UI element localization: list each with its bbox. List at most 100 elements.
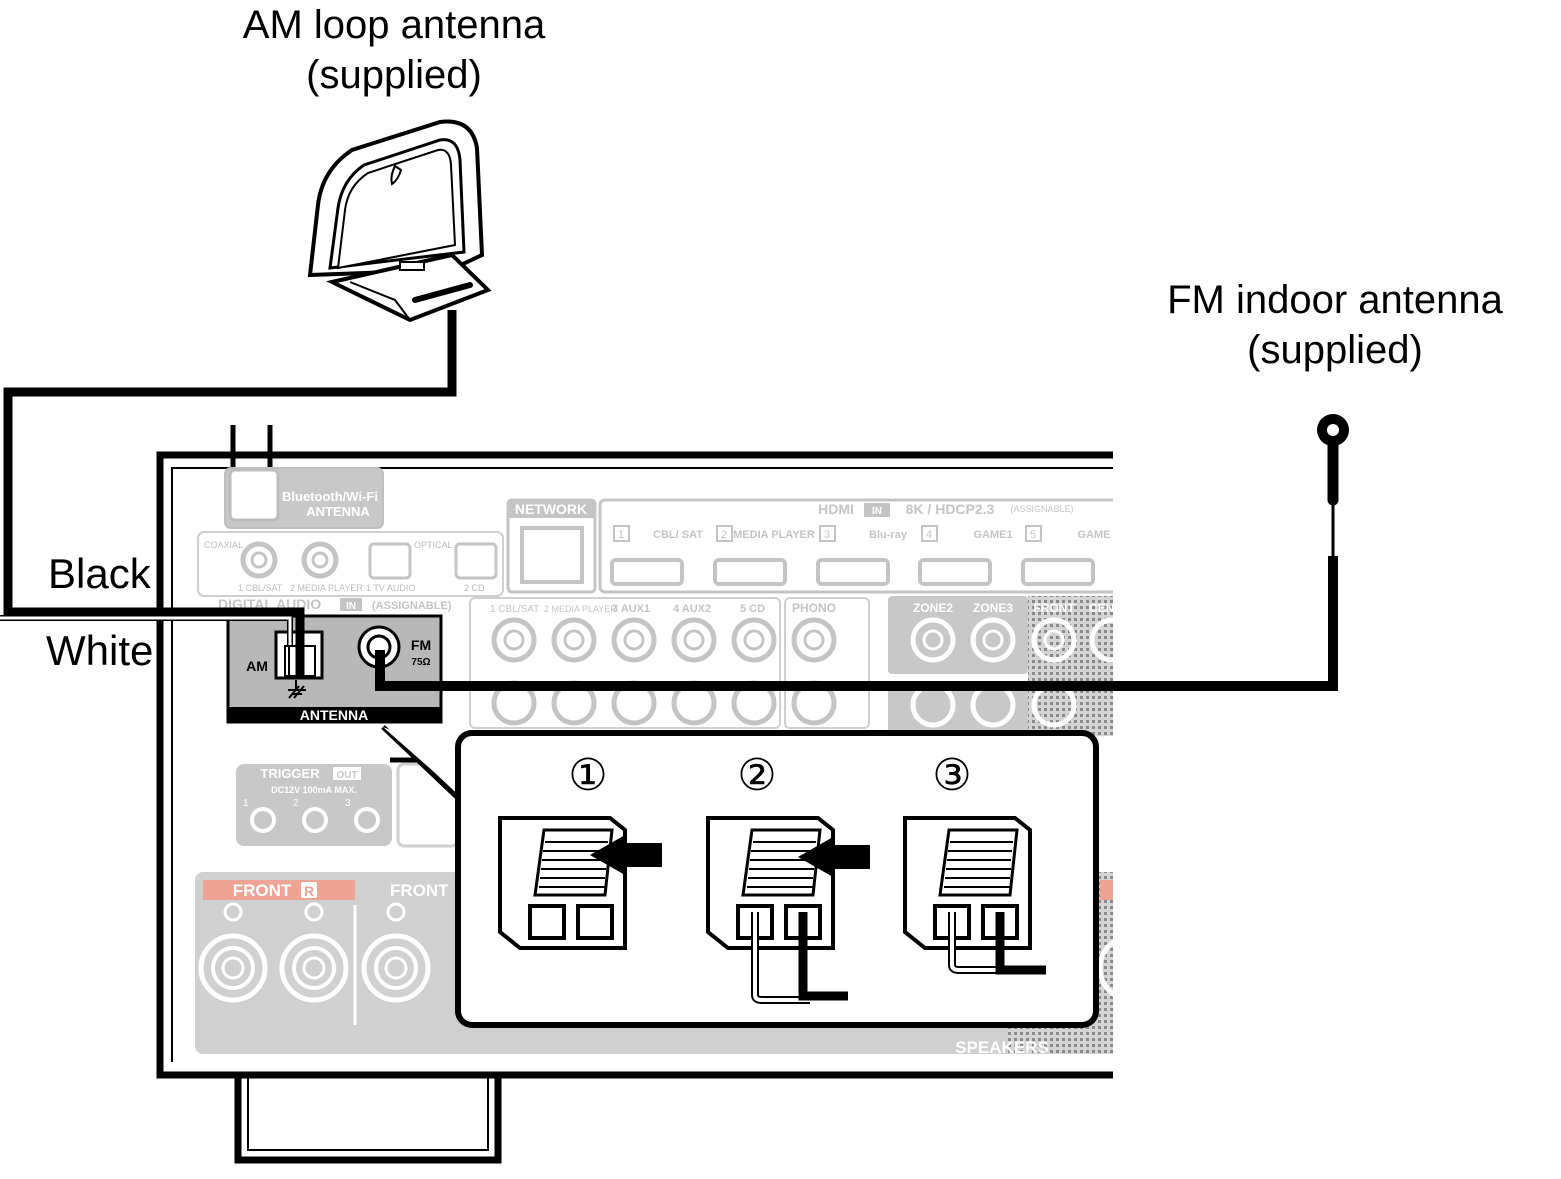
am-loop-antenna <box>307 119 492 323</box>
coax-1-label: 1 CBL/SAT <box>238 583 283 593</box>
opt-2-label: 2 CD <box>464 583 485 593</box>
hdmi-2-num: 2 <box>721 529 727 541</box>
hdmi-4-num: 4 <box>926 529 932 541</box>
am-loop-antenna-supplied: (supplied) <box>306 53 482 97</box>
phono-label: PHONO <box>792 601 836 615</box>
hdmi-block <box>598 498 1113 594</box>
analog-5-label: 5 CD <box>740 603 765 615</box>
hdmi-title: HDMI <box>818 501 854 517</box>
hdmi-port-2 <box>713 558 787 586</box>
am-terminal-label: AM <box>246 658 268 674</box>
speakers-label: SPEAKERS <box>955 1038 1049 1057</box>
trigger-1-label: 1 <box>243 798 249 809</box>
hdmi-assignable-label: (ASSIGNABLE) <box>1010 504 1073 514</box>
trigger-3-label: 3 <box>345 798 351 809</box>
hdmi-port-4 <box>918 558 992 586</box>
phono-block <box>784 597 870 729</box>
am-loop-antenna-title: AM loop antenna <box>242 3 546 47</box>
press-arrow-icon <box>590 835 662 875</box>
hdmi-5-name: GAME <box>1078 529 1111 541</box>
black-wire-label: Black <box>48 550 151 597</box>
network-jack <box>520 526 584 584</box>
hdmi-in-label: IN <box>872 506 882 517</box>
coaxial-jack-2 <box>301 541 339 579</box>
trigger-spec-label: DC12V 100mA MAX. <box>271 785 357 795</box>
optical-jack-1 <box>368 542 412 580</box>
fm-indoor-antenna-label: FM indoor antenna (supplied) <box>1145 275 1525 375</box>
hdmi-3-num: 3 <box>824 529 830 541</box>
optical-jack-2 <box>454 542 498 580</box>
coax-2-label: 2 MEDIA PLAYER <box>290 583 363 593</box>
center-preout-label: CEN <box>1089 601 1114 615</box>
phono-jack <box>791 617 837 663</box>
optical-label: OPTICAL <box>414 540 453 550</box>
press-arrow-icon <box>798 837 870 877</box>
antenna-title: ANTENNA <box>300 707 368 723</box>
coaxial-jack-1 <box>240 541 278 579</box>
terminal-steps-callout: ① ② ③ <box>381 725 1099 1028</box>
digital-in-label: IN <box>346 601 356 612</box>
am-cable-black <box>3 310 457 650</box>
hdmi-3-name: Blu-ray <box>869 529 908 541</box>
am-loop-antenna-label: AM loop antenna (supplied) <box>224 0 564 100</box>
fm-indoor-antenna-title: FM indoor antenna <box>1167 278 1503 322</box>
bt-wifi-label-2: ANTENNA <box>306 504 370 519</box>
step-3-number: ③ <box>932 751 971 800</box>
fm-terminal-label: FM <box>411 637 431 653</box>
fm-cable <box>375 556 1338 691</box>
ground-icon <box>288 680 306 699</box>
coaxial-label: COAXIAL <box>204 540 243 550</box>
hdmi-5-num: 5 <box>1030 529 1036 541</box>
am-cable-white <box>0 616 292 655</box>
hdmi-port-3 <box>816 558 890 586</box>
trigger-out-label: OUT <box>336 770 357 781</box>
network-label: NETWORK <box>515 501 587 517</box>
digital-audio-block <box>197 531 504 597</box>
trigger-label: TRIGGER <box>260 766 320 781</box>
bt-wifi-label-1: Bluetooth/Wi-Fi <box>282 489 378 504</box>
step-1-number: ① <box>568 751 607 800</box>
front-preout-block <box>1028 596 1113 736</box>
hdmi-4-name: GAME1 <box>973 529 1012 541</box>
hdmi-spec-label: 8K / HDCP2.3 <box>906 501 995 517</box>
antenna-terminal-block: ANTENNA AM FM 75Ω <box>226 614 443 724</box>
trigger-jack-3 <box>354 807 380 833</box>
analog-audio-block <box>469 597 781 729</box>
step-1-terminal <box>498 816 662 950</box>
step-3-terminal <box>903 816 1046 975</box>
fm-impedance-label: 75Ω <box>411 657 430 668</box>
analog-3-label: 3 AUX1 <box>612 603 650 615</box>
step-2-terminal <box>706 816 870 1004</box>
front-l-label: FRONT <box>390 881 449 900</box>
receiver-foot <box>234 1075 502 1164</box>
hdmi-port-5 <box>1021 558 1095 586</box>
analog-1-label: 1 CBL/SAT <box>490 604 539 615</box>
bt-antenna-stub <box>230 425 273 470</box>
fm-indoor-antenna-supplied: (supplied) <box>1247 328 1423 372</box>
trigger-jack-2 <box>302 807 328 833</box>
trigger-out-block <box>236 764 392 846</box>
fm-indoor-antenna <box>375 414 1349 691</box>
step-2-number: ② <box>737 751 776 800</box>
hdmi-2-name: MEDIA PLAYER <box>733 529 815 541</box>
trigger-2-label: 2 <box>293 798 299 809</box>
analog-4-label: 4 AUX2 <box>673 603 711 615</box>
front-r-label: FRONT <box>233 881 292 900</box>
opt-1-label: 1 TV AUDIO <box>366 583 415 593</box>
hdmi-inputs: 1 CBL/ SAT 2 MEDIA PLAYER 3 Blu-ray 4 GA… <box>610 525 1111 586</box>
front-preout-label: FRONT <box>1033 601 1075 615</box>
white-wire-label: White <box>46 627 154 674</box>
analog-rca-jacks <box>491 617 777 726</box>
analog-2-label: 2 MEDIA PLAYER <box>544 604 617 614</box>
zone2-label: ZONE2 <box>913 601 953 615</box>
front-r-badge: R <box>304 883 314 899</box>
zone3-label: ZONE3 <box>973 601 1013 615</box>
speaker-terminals <box>198 902 1113 1003</box>
trigger-jack-1 <box>250 807 276 833</box>
hdmi-1-name: CBL/ SAT <box>653 529 703 541</box>
zone-rca-jacks <box>910 617 1113 728</box>
hdmi-port-1 <box>610 558 684 586</box>
digital-assignable-label: (ASSIGNABLE) <box>372 600 452 612</box>
